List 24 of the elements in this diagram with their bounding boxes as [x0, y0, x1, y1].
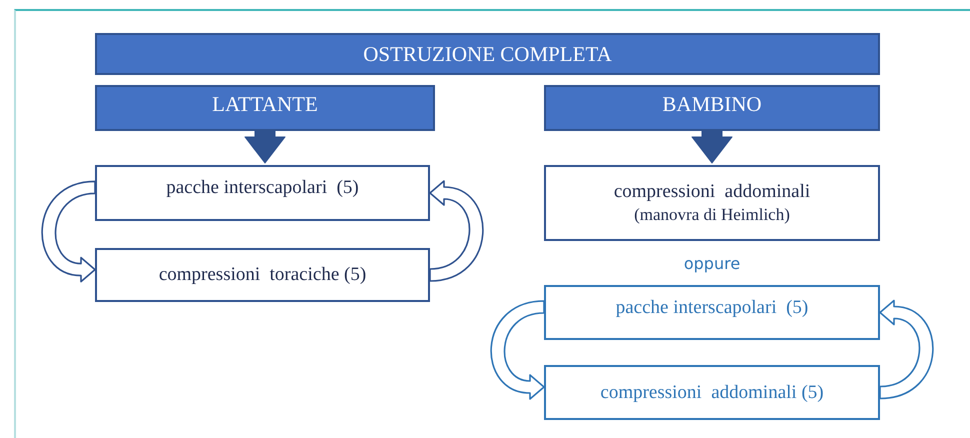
block-arrow: [244, 128, 286, 164]
box-text: pacche interscapolari (5): [166, 176, 359, 200]
curved-arrow: [429, 180, 484, 282]
box-text: BAMBINO: [662, 90, 762, 118]
box-text: OSTRUZIONE COMPLETA: [363, 40, 612, 68]
box-text: compressioni addominali (5): [600, 380, 824, 405]
curved-arrow: [490, 300, 545, 400]
box-text: compressioni toraciche (5): [158, 263, 366, 288]
header-box: [95, 33, 880, 75]
step-box: [95, 248, 430, 302]
box-subtext: (manovra di Heimlich): [634, 204, 790, 226]
curved-arrow: [41, 180, 96, 282]
step-box: [95, 165, 430, 221]
step-box: [544, 285, 880, 340]
block-arrow: [692, 128, 732, 164]
step-box: [544, 365, 880, 420]
header-box: [95, 85, 435, 131]
box-text: compressioni addominali: [614, 180, 810, 204]
step-box: [544, 165, 880, 241]
box-text: LATTANTE: [212, 90, 318, 118]
curved-arrow: [879, 300, 934, 400]
header-box: [544, 85, 880, 131]
box-text: pacche interscapolari (5): [616, 296, 808, 320]
connector-text: oppure: [682, 254, 742, 273]
